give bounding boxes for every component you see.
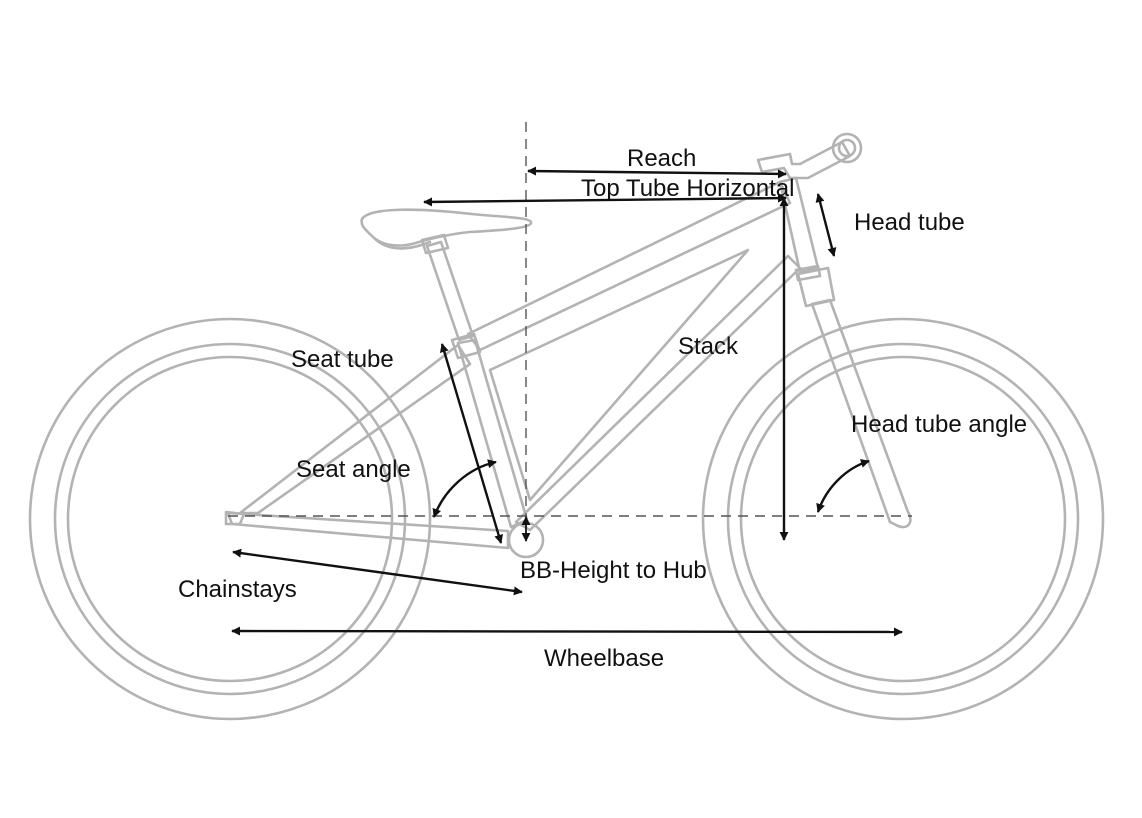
stem bbox=[756, 140, 852, 180]
head-tube-angle-label: Head tube angle bbox=[851, 411, 1027, 438]
seat-angle-arc-arrow bbox=[432, 459, 497, 518]
stack-label: Stack bbox=[678, 333, 739, 360]
rear-tire bbox=[28, 317, 432, 721]
reach-arrow bbox=[527, 166, 787, 179]
bb-height-to-hub-label: BB-Height to Hub bbox=[520, 557, 707, 584]
rear-tire-inner bbox=[53, 342, 407, 696]
frame-inner-opening bbox=[488, 248, 750, 502]
seat-tube-label: Seat tube bbox=[291, 346, 394, 373]
rear-wheel bbox=[28, 317, 432, 721]
rear-dropout bbox=[224, 510, 246, 526]
reach-label: Reach bbox=[627, 145, 696, 172]
chainstays-label: Chainstays bbox=[178, 576, 297, 603]
fork-crown bbox=[796, 266, 836, 308]
top-tube-horizontal-arrow bbox=[423, 193, 787, 207]
saddle-base bbox=[372, 236, 432, 250]
handlebar bbox=[837, 138, 857, 158]
seat-angle-label: Seat angle bbox=[296, 456, 411, 483]
wheelbase-label: Wheelbase bbox=[544, 645, 664, 672]
front-tire bbox=[701, 317, 1105, 721]
saddle bbox=[360, 208, 533, 247]
down-tube bbox=[514, 254, 802, 532]
seat-post bbox=[425, 240, 475, 342]
reference-lines bbox=[228, 122, 912, 520]
dimension-labels: Reach Top Tube Horizontal Head tube Stac… bbox=[178, 145, 1027, 672]
front-wheel bbox=[701, 317, 1105, 721]
wheelbase-arrow bbox=[231, 626, 903, 637]
dimension-arrows bbox=[231, 166, 903, 637]
head-tube-angle-arc-arrow bbox=[816, 459, 870, 513]
front-rim bbox=[739, 355, 1067, 683]
front-tire-inner bbox=[726, 342, 1080, 696]
chainstays-arrow bbox=[232, 548, 523, 596]
chainstay bbox=[226, 511, 510, 550]
top-tube-horizontal-label: Top Tube Horizontal bbox=[581, 175, 794, 202]
rear-rim bbox=[66, 355, 394, 683]
fork-leg bbox=[810, 298, 912, 529]
head-tube-label: Head tube bbox=[854, 209, 965, 236]
handlebar-clamp bbox=[831, 132, 863, 164]
head-tube-arrow bbox=[815, 193, 837, 257]
